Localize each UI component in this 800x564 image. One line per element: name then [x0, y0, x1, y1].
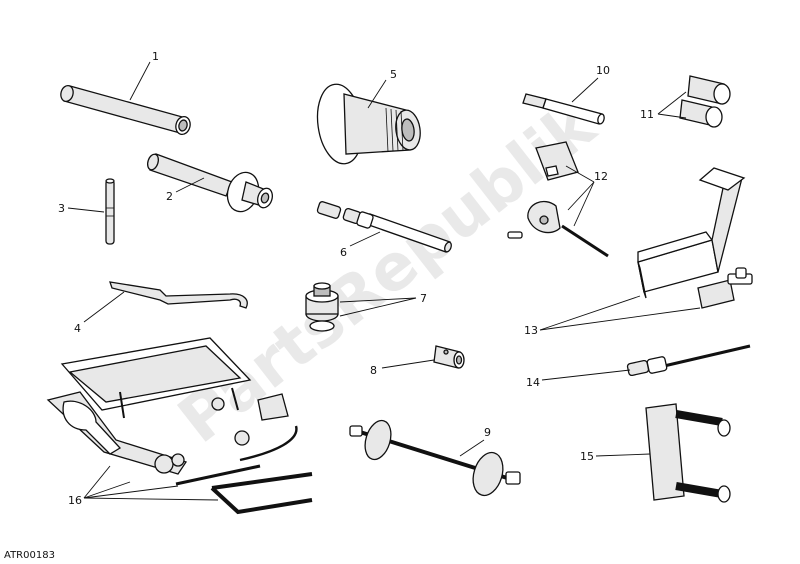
part-1-rod [60, 84, 191, 136]
callout-14: 14 [526, 376, 540, 389]
callout-12: 12 [594, 170, 608, 183]
callout-4: 4 [74, 322, 81, 335]
callout-8: 8 [370, 364, 377, 377]
callout-6: 6 [340, 246, 347, 259]
callout-1: 1 [152, 50, 159, 63]
thread-lines [385, 107, 404, 153]
callout-9: 9 [484, 426, 491, 439]
part-12-plate-bracket [507, 141, 609, 258]
part-10-stepped-pin [522, 93, 605, 125]
callout-13: 13 [524, 324, 538, 337]
part-15-frame [645, 403, 731, 503]
part-16-lift-stand [46, 337, 313, 515]
callout-16: 16 [68, 494, 82, 507]
part-3-pin [105, 178, 115, 245]
callout-15: 15 [580, 450, 594, 463]
part-5-bushing [316, 83, 421, 165]
drawing-code: ATR00183 [4, 550, 55, 561]
leader-lines [67, 61, 701, 501]
callout-11: 11 [640, 108, 654, 121]
part-6-shaft-tool [316, 201, 452, 253]
callout-3: 3 [58, 202, 65, 215]
part-14-rod-bushing [626, 344, 751, 377]
callout-7: 7 [420, 292, 427, 305]
part-8-small-socket [433, 345, 465, 369]
part-9-bearing-tool [349, 419, 521, 497]
callout-10: 10 [596, 64, 610, 77]
part-2-sleeve [146, 153, 273, 213]
part-7-socket [305, 282, 339, 332]
callout-5: 5 [390, 68, 397, 81]
part-13-box-and-block [637, 167, 753, 309]
part-11-split-collars [679, 75, 731, 128]
callout-labels: 1 2 3 4 5 6 7 8 9 10 11 12 13 14 15 16 [58, 50, 654, 507]
part-4-hook-spanner [109, 281, 248, 309]
callout-2: 2 [166, 190, 173, 203]
